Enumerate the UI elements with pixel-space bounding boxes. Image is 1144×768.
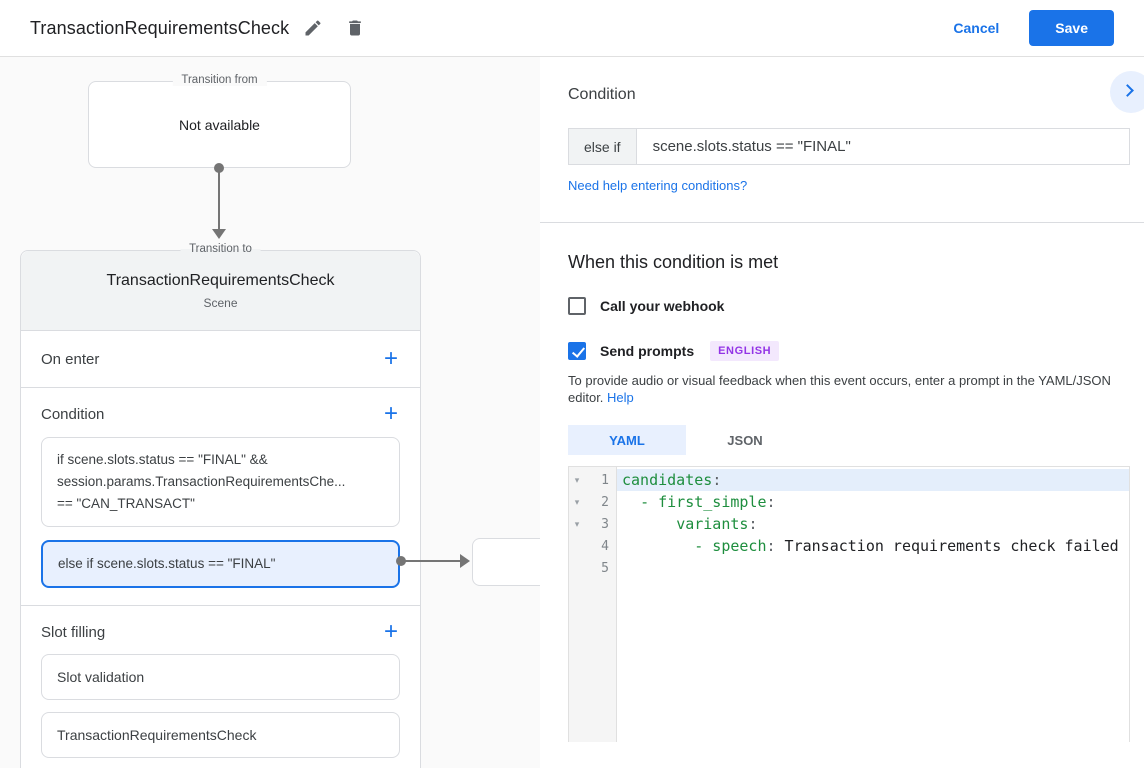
cancel-button[interactable]: Cancel (953, 20, 1000, 36)
app-bar: TransactionRequirementsCheck Cancel Save (0, 0, 1144, 57)
gutter-row: ▾3 (569, 513, 616, 535)
scene-card-header[interactable]: TransactionRequirementsCheck Scene (21, 251, 420, 331)
transition-to-label: Transition to (180, 243, 261, 255)
code-token: : (712, 471, 722, 489)
delete-button[interactable] (337, 10, 373, 46)
conditions-help-link[interactable]: Need help entering conditions? (568, 178, 748, 193)
help-link[interactable]: Help (607, 390, 634, 405)
code-line[interactable]: candidates: (617, 469, 1129, 491)
webhook-checkbox[interactable] (568, 297, 586, 315)
webhook-label: Call your webhook (600, 298, 725, 314)
slot-filling-section: Slot filling + Slot validation Transacti… (21, 606, 420, 768)
code-token: : (766, 493, 776, 511)
connector-line-horizontal (404, 560, 462, 562)
condition-line: session.params.TransactionRequirementsCh… (57, 474, 346, 489)
code-token: Transaction requirements check failed (775, 537, 1119, 555)
trash-icon (349, 20, 362, 36)
arrow-down-icon (212, 229, 226, 239)
code-line[interactable]: - speech: Transaction requirements check… (617, 535, 1129, 557)
when-met-heading: When this condition is met (568, 252, 779, 272)
code-token (622, 515, 676, 533)
on-enter-section: On enter + (21, 331, 420, 388)
condition-label: Condition (41, 405, 105, 423)
else-if-prefix: else if (569, 129, 637, 164)
line-number: 2 (601, 494, 609, 510)
code-token: - speech (694, 537, 767, 555)
tab-yaml[interactable]: YAML (568, 425, 686, 455)
chevron-right-icon (1121, 84, 1134, 97)
code-token: candidates (622, 471, 713, 489)
transition-from-label: Transition from (172, 74, 267, 86)
fold-toggle-icon[interactable]: ▾ (574, 518, 580, 529)
connector-line-vertical (218, 168, 220, 230)
slot-item-transaction-requirements[interactable]: TransactionRequirementsCheck (41, 712, 400, 758)
description-text: To provide audio or visual feedback when… (568, 373, 1111, 405)
add-condition-button[interactable]: + (383, 400, 398, 427)
gutter-row: 4 (569, 535, 616, 557)
send-prompts-row: Send prompts ENGLISH (568, 341, 1144, 361)
slot-filling-label: Slot filling (41, 623, 106, 641)
code-token (622, 493, 640, 511)
save-button[interactable]: Save (1029, 10, 1114, 46)
condition-text: else if scene.slots.status == "FINAL" (58, 556, 276, 571)
section-divider (540, 222, 1144, 223)
line-number: 4 (601, 538, 609, 554)
condition-item-else-if-selected[interactable]: else if scene.slots.status == "FINAL" (41, 540, 400, 588)
code-token: : (748, 515, 758, 533)
code-token: variants (676, 515, 749, 533)
condition-section: Condition + if scene.slots.status == "FI… (21, 388, 420, 606)
send-prompts-checkbox[interactable] (568, 342, 586, 360)
transition-target-box[interactable] (472, 538, 540, 586)
fold-toggle-icon[interactable]: ▾ (574, 474, 580, 485)
transition-from-box[interactable]: Transition from Not available (88, 74, 351, 168)
transition-from-content: Not available (179, 116, 260, 133)
arrow-right-icon (460, 554, 470, 568)
editor-tabs: YAML JSON (568, 425, 1144, 455)
panel-title: Condition (568, 86, 636, 103)
scene-type: Scene (203, 295, 238, 310)
tab-json[interactable]: JSON (727, 432, 763, 448)
prompt-description: To provide audio or visual feedback when… (568, 372, 1142, 406)
pencil-icon (305, 20, 321, 36)
slot-item-validation[interactable]: Slot validation (41, 654, 400, 700)
condition-line: if scene.slots.status == "FINAL" && (57, 452, 268, 467)
gutter-row: ▾2 (569, 491, 616, 513)
code-token: - first_simple (640, 493, 767, 511)
condition-item-if[interactable]: if scene.slots.status == "FINAL" && sess… (41, 437, 400, 527)
language-badge: ENGLISH (710, 341, 780, 361)
condition-editor-panel: Condition else if Need help entering con… (540, 57, 1144, 768)
code-token (622, 537, 694, 555)
condition-expression-input[interactable] (636, 129, 1129, 164)
scene-card: Transition to TransactionRequirementsChe… (20, 243, 421, 768)
webhook-row: Call your webhook (568, 297, 1144, 315)
connector-dot[interactable] (396, 556, 406, 566)
on-enter-label: On enter (41, 350, 100, 368)
scene-flow-canvas: Transition from Not available Transition… (0, 57, 540, 768)
line-number: 1 (601, 472, 609, 488)
line-number: 3 (601, 516, 609, 532)
slot-item-label: Slot validation (57, 669, 145, 685)
send-prompts-label: Send prompts (600, 343, 695, 359)
fold-toggle-icon[interactable]: ▾ (574, 496, 580, 507)
code-line[interactable]: variants: (617, 513, 1129, 535)
scene-name: TransactionRequirementsCheck (106, 271, 335, 289)
code-line[interactable] (617, 557, 1129, 579)
collapse-panel-button[interactable] (1110, 71, 1144, 113)
page-title: TransactionRequirementsCheck (30, 17, 290, 38)
edit-button[interactable] (295, 10, 331, 46)
line-number: 5 (601, 560, 609, 576)
gutter-row: 5 (569, 557, 616, 579)
code-token: : (766, 537, 776, 555)
condition-line: == "CAN_TRANSACT" (57, 496, 195, 511)
condition-input-group: else if (568, 128, 1130, 165)
add-slot-button[interactable]: + (383, 618, 398, 645)
code-lines[interactable]: candidates: - first_simple: variants: - … (617, 467, 1129, 742)
slot-item-label: TransactionRequirementsCheck (57, 727, 257, 743)
gutter-row: ▾1 (569, 469, 616, 491)
add-on-enter-button[interactable]: + (383, 345, 398, 372)
code-line[interactable]: - first_simple: (617, 491, 1129, 513)
